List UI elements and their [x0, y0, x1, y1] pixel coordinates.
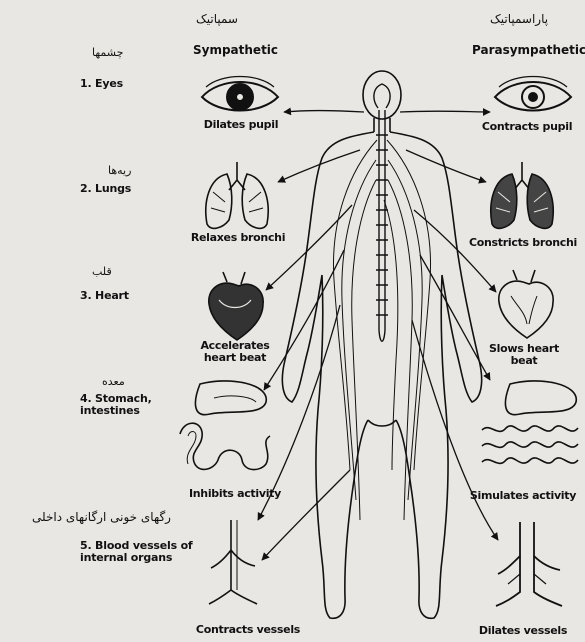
sympathetic-header-fa: سمپاتیک [196, 13, 238, 26]
para-effect-eye: Contracts pupil [472, 121, 582, 133]
lungs-relaxed-icon [206, 162, 268, 228]
symp-effect-heart: Accelerates heart beat [190, 340, 280, 363]
organ-label-heart: 3. Heart [80, 290, 129, 302]
symp-effect-stomach: Inhibits activity [180, 488, 290, 500]
para-effect-heart: Slows heart beat [484, 343, 564, 366]
parasympathetic-header-en: Parasympathetic [472, 44, 585, 57]
organ-label-fa-heart: قلب [92, 266, 112, 278]
symp-effect-vessels: Contracts vessels [188, 624, 308, 636]
organ-label-fa-lungs: ریه‌ها [108, 165, 131, 177]
organ-label-fa-vessels: رگهای خونی ارگانهای داخلی [32, 511, 171, 524]
organ-label-fa-eyes: چشمها [92, 47, 123, 59]
vessels-dilated-icon [496, 522, 562, 606]
organ-label-vessels: 5. Blood vessels of internal organs [80, 540, 200, 563]
eye-dilated-icon [202, 77, 278, 111]
symp-effect-eye: Dilates pupil [186, 119, 296, 131]
para-effect-vessels: Dilates vessels [468, 625, 578, 637]
arrow-symp-vessels-2 [262, 470, 350, 560]
heart-fast-icon [209, 272, 263, 340]
organ-label-stomach: 4. Stomach, intestines [80, 393, 170, 416]
vessels-contracted-icon [209, 520, 257, 604]
arrow-symp-eye [284, 111, 364, 113]
arrow-para-eye [400, 111, 490, 112]
stomach-intestines-active-icon [482, 381, 578, 464]
organ-label-eyes: 1. Eyes [80, 78, 123, 90]
lungs-constricted-icon [491, 162, 553, 228]
organ-label-lungs: 2. Lungs [80, 183, 131, 195]
sympathetic-header-en: Sympathetic [193, 44, 278, 57]
parasympathetic-header-fa: پاراسمپاتیک [490, 13, 548, 26]
para-effect-lungs: Constricts bronchi [463, 237, 583, 249]
stomach-intestines-icon [180, 381, 270, 470]
nerve-bands [333, 140, 430, 520]
heart-slow-icon [499, 270, 553, 338]
human-body-outline [282, 71, 481, 618]
eye-constricted-icon [495, 77, 571, 111]
symp-effect-lungs: Relaxes bronchi [178, 232, 298, 244]
organ-label-fa-stomach: معده [102, 376, 125, 388]
nerve-arrows [258, 111, 498, 561]
para-effect-stomach: Simulates activity [463, 490, 583, 502]
arrow-para-lungs [406, 150, 486, 182]
